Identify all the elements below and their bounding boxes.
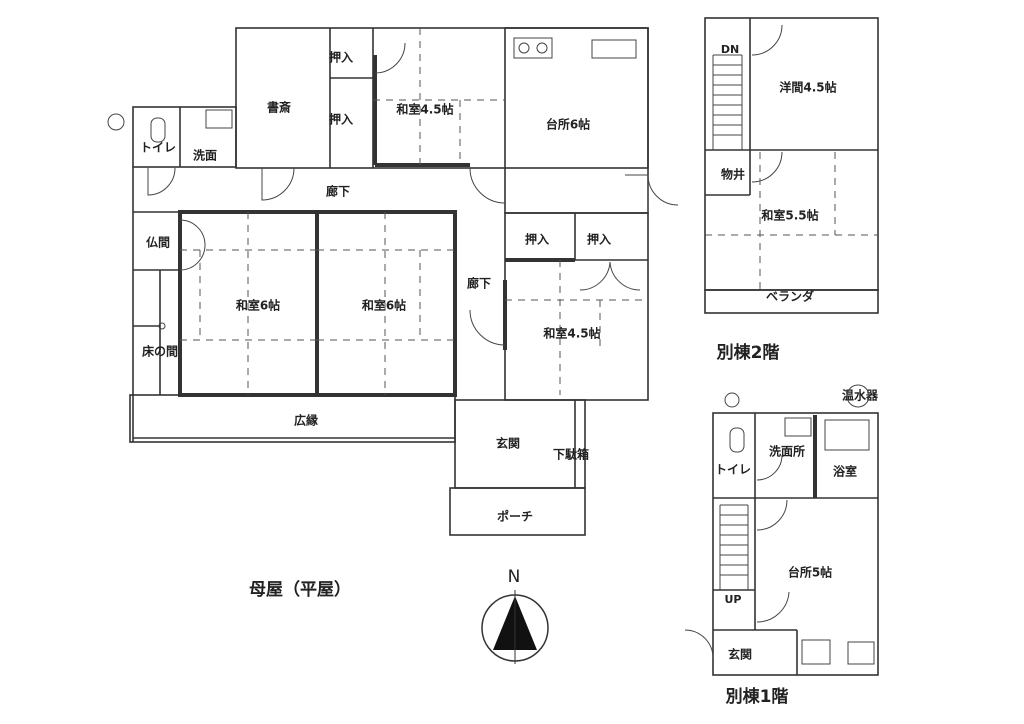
wc-block-wall [132,106,237,168]
outdoor-circle-icon [107,113,125,131]
room-label-butsuma: 仏間 [146,236,170,250]
staircase-icon [712,54,743,150]
room-label-porch: ポーチ [497,509,533,524]
room-label-closet: 押入 [329,50,353,65]
room-label-washitsu: 和室6帖 [235,298,280,313]
sink-icon [801,639,831,665]
room-label-storage: 物井 [721,167,745,182]
water-heater-icon [846,384,870,408]
north-label: N [508,567,521,587]
room-label-hiroen: 広縁 [294,413,318,428]
annex-2f-title: 別棟2階 [716,342,780,363]
main-house-plan: 書斎 押入 押入 和室4.5帖 台所6帖 トイレ 洗面 廊下 仏間 床の間 和室… [107,27,679,600]
hiroen-wall [129,394,456,443]
room-label-veranda: ベランダ [766,289,814,304]
stairs-up-label: UP [725,593,742,606]
room-label-kitchen: 台所6帖 [546,117,590,132]
toilet-fixture-icon [729,427,745,453]
room-label-kitchen: 台所5帖 [788,565,832,580]
room-label-bath: 浴室 [833,464,857,479]
annex-1f-title: 別棟1階 [725,686,789,707]
door-swing-icon [374,42,406,74]
room-label-tokonoma: 床の間 [142,344,178,359]
room-label-closet: 押入 [329,112,353,127]
room-label-washitsu: 和室5.5帖 [760,208,818,223]
stairs-dn-label: DN [721,43,739,56]
room-label-washroom: 洗面 [193,148,217,163]
water-heater-label: 温水器 [842,388,879,403]
room-label-closet: 押入 [587,232,611,247]
toilet-fixture-icon [150,117,166,143]
outdoor-circle-icon [724,392,740,408]
sink-icon [591,39,637,59]
room-label-toilet: トイレ [140,141,176,155]
porch-outline [449,487,586,536]
room-label-entrance: 玄関 [496,436,520,451]
room-label-corridor: 廊下 [326,184,350,199]
stove-icon [847,641,875,665]
room-label-study: 書斎 [267,100,291,115]
annex-1f-wall [712,412,879,676]
stove-icon [513,37,553,59]
room-label-entrance: 玄関 [728,647,752,662]
main-house-title: 母屋（平屋） [249,579,351,600]
room-label-washitsu: 和室4.5帖 [395,102,453,117]
bathtub-icon [824,419,870,451]
north-block-wall [235,27,649,169]
room-label-corridor: 廊下 [467,276,491,291]
annex-2f-plan: DN 洋間4.5帖 物井 和室5.5帖 ベランダ 別棟2階 [704,17,879,363]
room-label-washitsu: 和室4.5帖 [542,326,600,341]
staircase-icon [719,504,749,590]
room-label-washitsu: 和室6帖 [361,298,406,313]
room-label-closet: 押入 [525,232,549,247]
room-label-toilet: トイレ [715,463,751,477]
basin-icon [205,109,233,129]
annex-2f-wall [704,17,879,291]
north-compass: N [481,567,549,664]
room-label-youma: 洋間4.5帖 [779,80,836,95]
room-label-shoe-cabinet: 下駄箱 [553,447,589,462]
basin-icon [784,417,812,437]
annex-1f-plan: 温水器 トイレ 洗面所 浴室 台所5帖 UP 玄関 別棟1階 [684,384,879,707]
room-label-washroom: 洗面所 [769,444,805,459]
veranda-outline [704,289,879,314]
